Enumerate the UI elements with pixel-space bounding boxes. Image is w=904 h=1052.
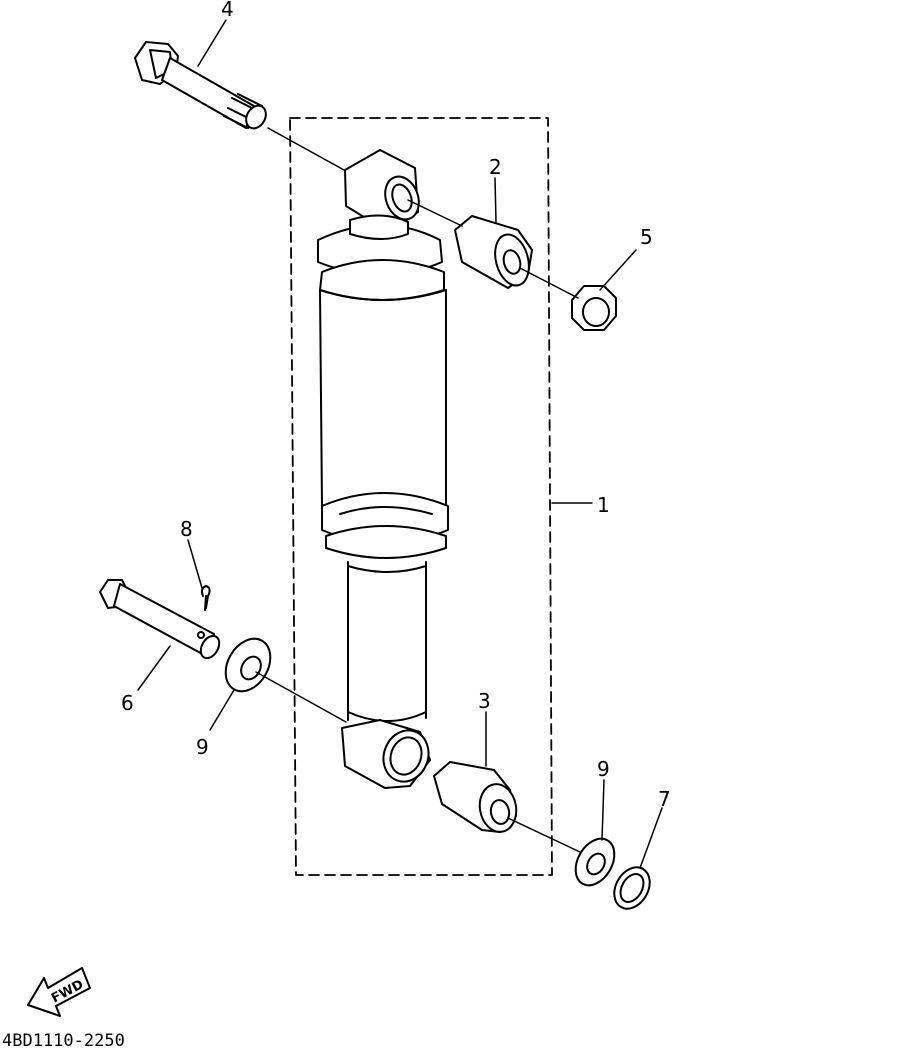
callout-9-right: 9 (597, 757, 610, 781)
callout-1: 1 (597, 493, 610, 517)
lower-collar (433, 761, 518, 833)
cotter-pin (201, 585, 211, 611)
callout-8: 8 (180, 517, 193, 541)
upper-collar (454, 215, 533, 289)
callout-numbers: 4 2 5 1 8 6 9 3 9 7 (121, 0, 671, 811)
right-washer (574, 837, 616, 887)
leader-lines (137, 19, 663, 869)
left-washer (224, 637, 272, 693)
callout-7: 7 (658, 787, 671, 811)
plain-washer (613, 866, 651, 910)
callout-5: 5 (640, 225, 653, 249)
shock-absorber (317, 149, 449, 789)
callout-4: 4 (221, 0, 234, 21)
lower-pin (99, 579, 221, 660)
callout-9-left: 9 (196, 735, 209, 759)
upper-bolt (134, 41, 267, 130)
assembly-boundary (289, 117, 553, 876)
callout-3: 3 (478, 689, 491, 713)
upper-nut (571, 285, 617, 331)
assembly-axis-lines (255, 127, 581, 853)
fwd-arrow-icon: FWD (27, 967, 91, 1017)
callout-2: 2 (489, 155, 502, 179)
diagram-code: 4BD1110-2250 (2, 1031, 125, 1051)
callout-6: 6 (121, 691, 134, 715)
